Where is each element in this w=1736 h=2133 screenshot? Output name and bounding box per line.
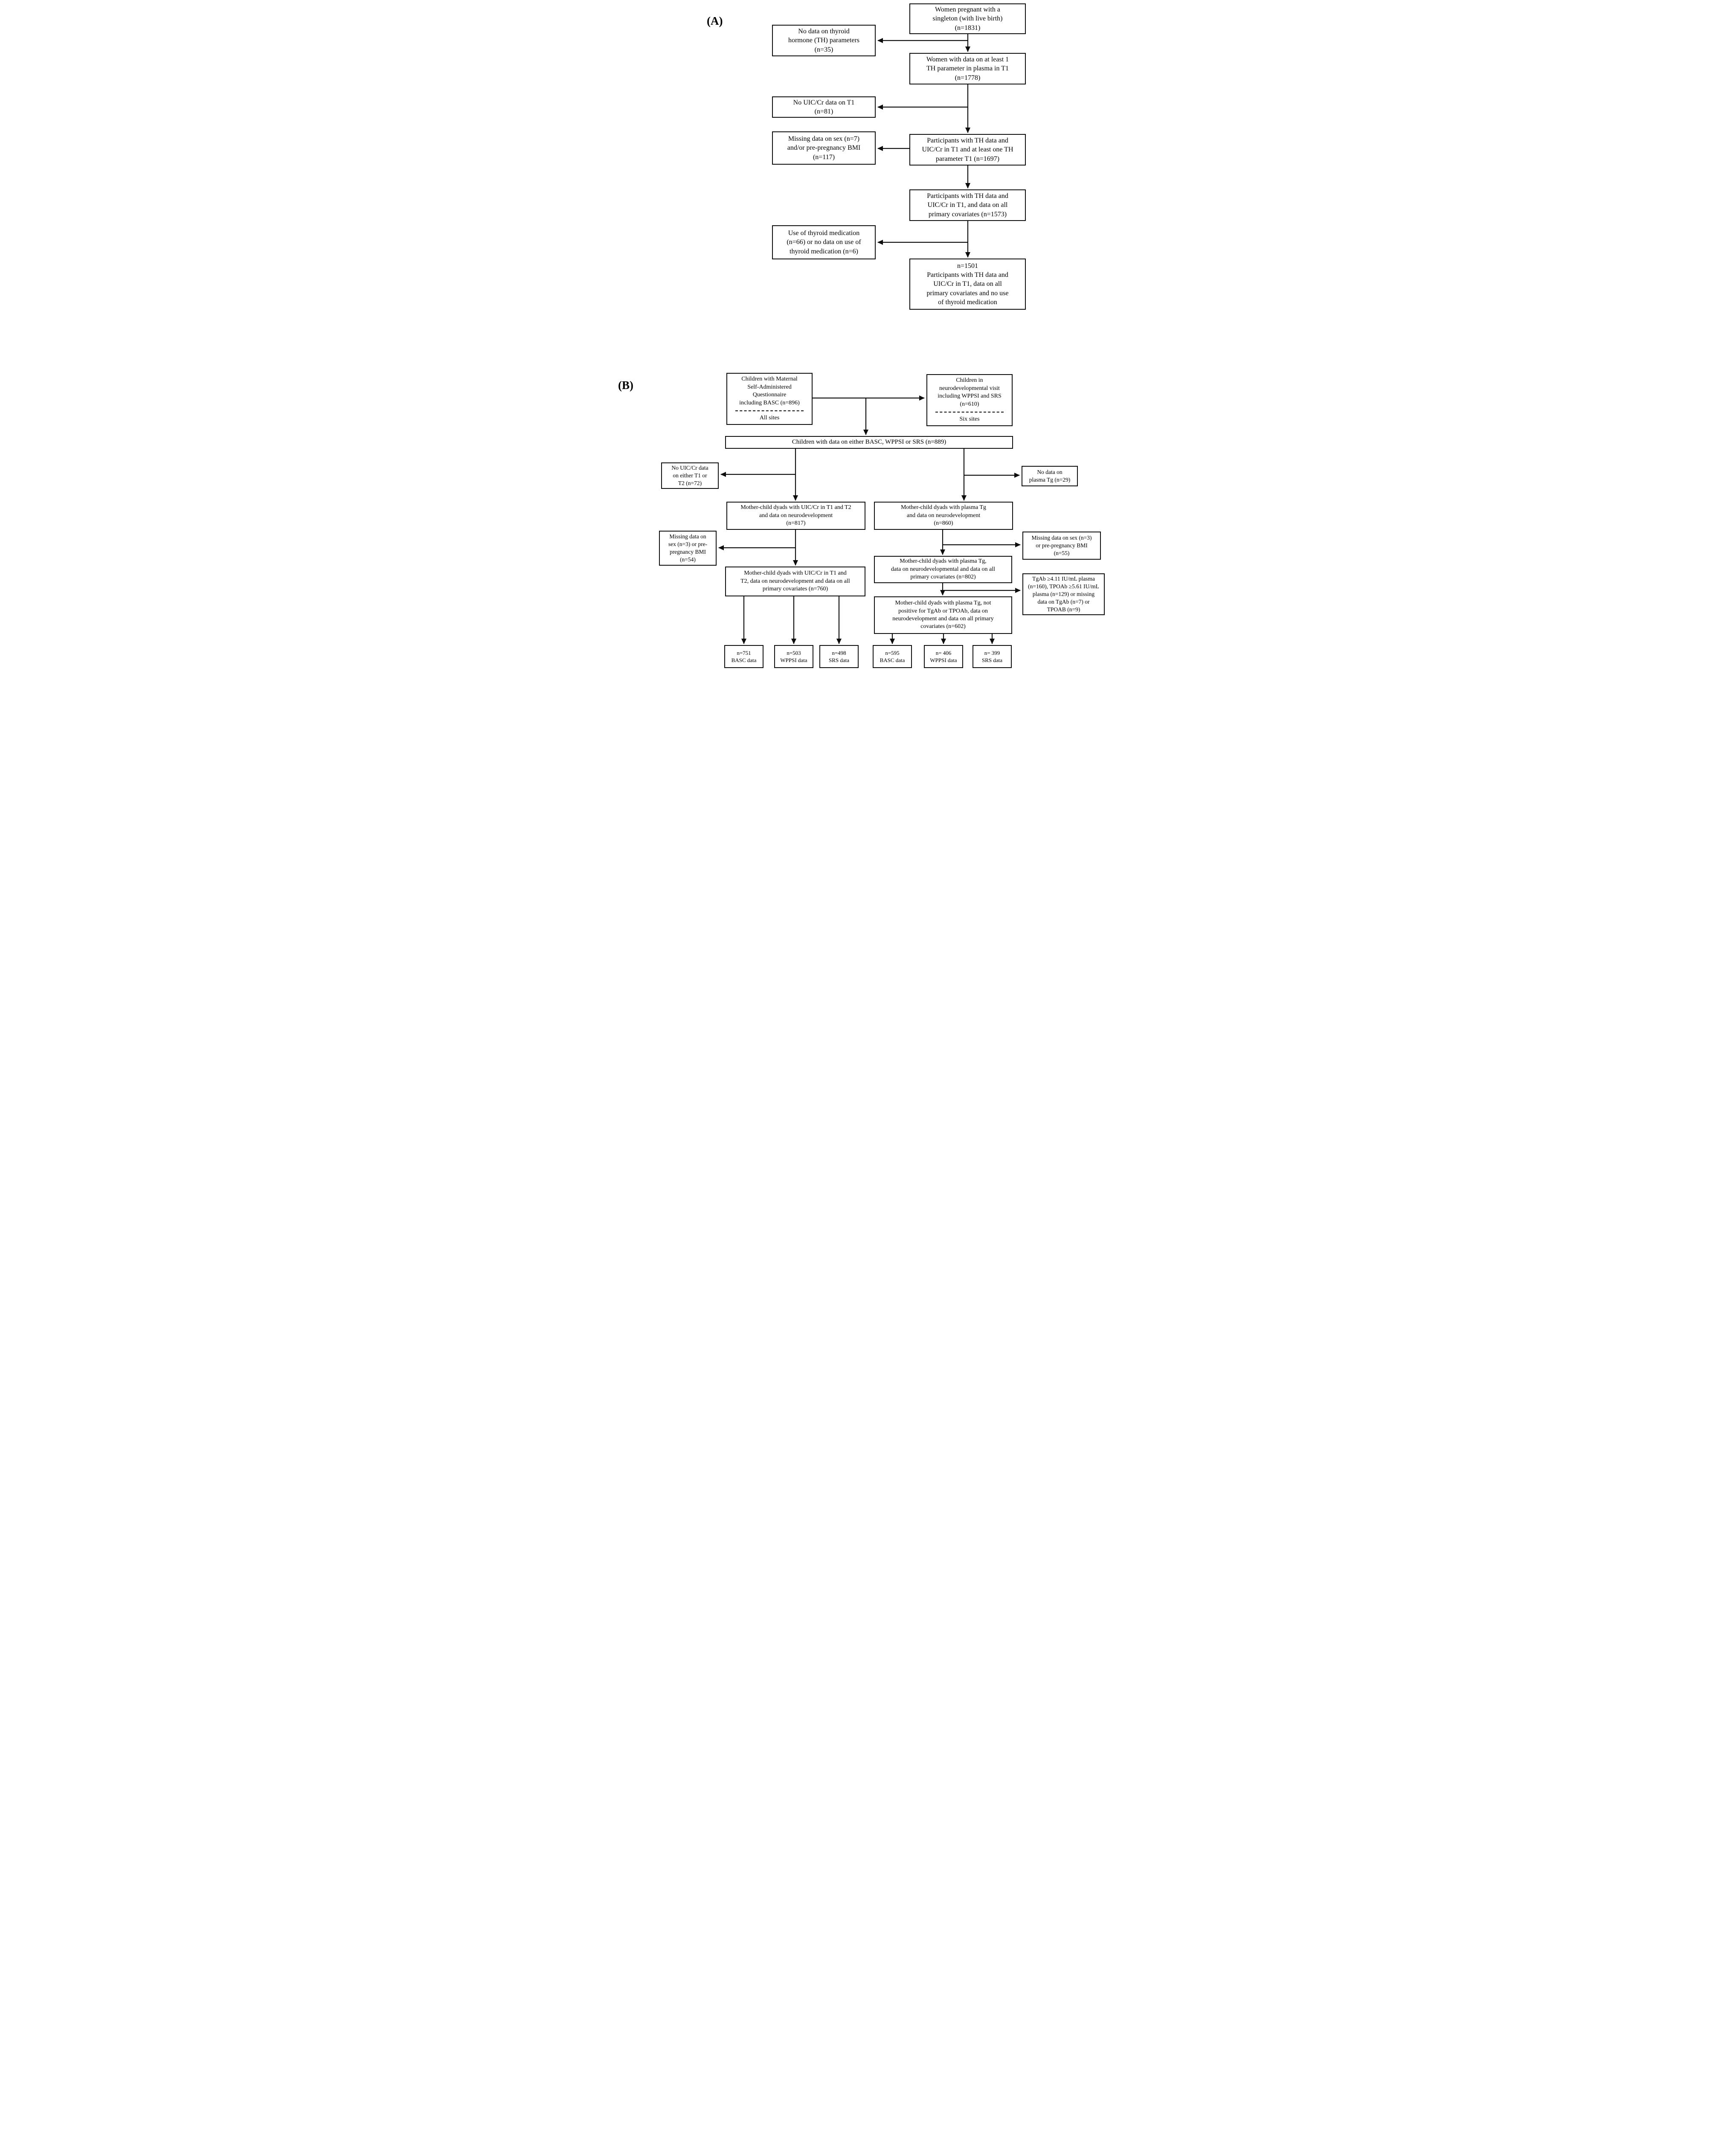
panel-b-label: (B) (618, 379, 633, 392)
box-b-tg-final: Mother-child dyads with plasma Tg, not p… (874, 596, 1012, 634)
box-a-th-uic-data: Participants with TH data and UIC/Cr in … (909, 134, 1026, 166)
box-a-exclusion-sex-bmi: Missing data on sex (n=7) and/or pre-pre… (772, 131, 876, 165)
neuro-source-note: Six sites (959, 416, 980, 423)
connector-arrows-layer (718, 34, 1021, 644)
box-a-th-parameter-t1: Women with data on at least 1 TH paramet… (909, 53, 1026, 84)
box-b-neuro-source: Children in neurodevelopmental visit inc… (926, 374, 1013, 426)
box-b-tg-covariates: Mother-child dyads with plasma Tg, data … (874, 556, 1012, 583)
box-a-exclusion-thyroid-medication: Use of thyroid medication (n=66) or no d… (772, 225, 876, 259)
box-b-outcome-basc-left: n=751 BASC data (724, 645, 763, 668)
box-b-outcome-srs-right: n= 399 SRS data (973, 645, 1012, 668)
box-b-exclusion-sex-bmi-right: Missing data on sex (n=3) or pre-pregnan… (1022, 532, 1101, 560)
box-b-uic-covariates: Mother-child dyads with UIC/Cr in T1 and… (725, 567, 865, 596)
neuro-source-text: Children in neurodevelopmental visit inc… (938, 377, 1002, 407)
box-b-outcome-wppsi-right: n= 406 WPPSI data (924, 645, 963, 668)
box-b-exclusion-sex-bmi-left: Missing data on sex (n=3) or pre- pregna… (659, 531, 717, 566)
box-a-exclusion-no-th-data: No data on thyroid hormone (TH) paramete… (772, 25, 876, 56)
box-b-tg-dyads: Mother-child dyads with plasma Tg and da… (874, 502, 1013, 530)
box-a-exclusion-no-uic-cr: No UIC/Cr data on T1 (n=81) (772, 96, 876, 118)
box-b-exclusion-no-plasma-tg: No data on plasma Tg (n=29) (1022, 466, 1078, 486)
box-b-outcome-wppsi-left: n=503 WPPSI data (774, 645, 813, 668)
box-b-exclusion-antibodies: TgAb ≥4.11 IU/mL plasma (n=160), TPOAb ≥… (1022, 573, 1105, 615)
box-b-combined-sample: Children with data on either BASC, WPPSI… (725, 436, 1013, 449)
dashed-divider (735, 410, 804, 412)
box-a-start: Women pregnant with a singleton (with li… (909, 3, 1026, 34)
panel-a-label: (A) (707, 15, 723, 27)
basc-source-note: All sites (759, 415, 780, 421)
box-b-outcome-srs-left: n=498 SRS data (819, 645, 859, 668)
box-b-outcome-basc-right: n=595 BASC data (873, 645, 912, 668)
box-a-primary-covariates: Participants with TH data and UIC/Cr in … (909, 189, 1026, 221)
flow-diagram: (A) Women pregnant with a singleton (wit… (612, 0, 1124, 682)
box-a-final-sample: n=1501 Participants with TH data and UIC… (909, 259, 1026, 310)
basc-source-text: Children with Maternal Self-Administered… (739, 376, 800, 406)
box-b-basc-source: Children with Maternal Self-Administered… (726, 373, 813, 425)
dashed-divider (935, 412, 1004, 413)
box-b-uic-dyads: Mother-child dyads with UIC/Cr in T1 and… (726, 502, 865, 530)
box-b-exclusion-no-uic-cr: No UIC/Cr data on either T1 or T2 (n=72) (661, 462, 719, 489)
